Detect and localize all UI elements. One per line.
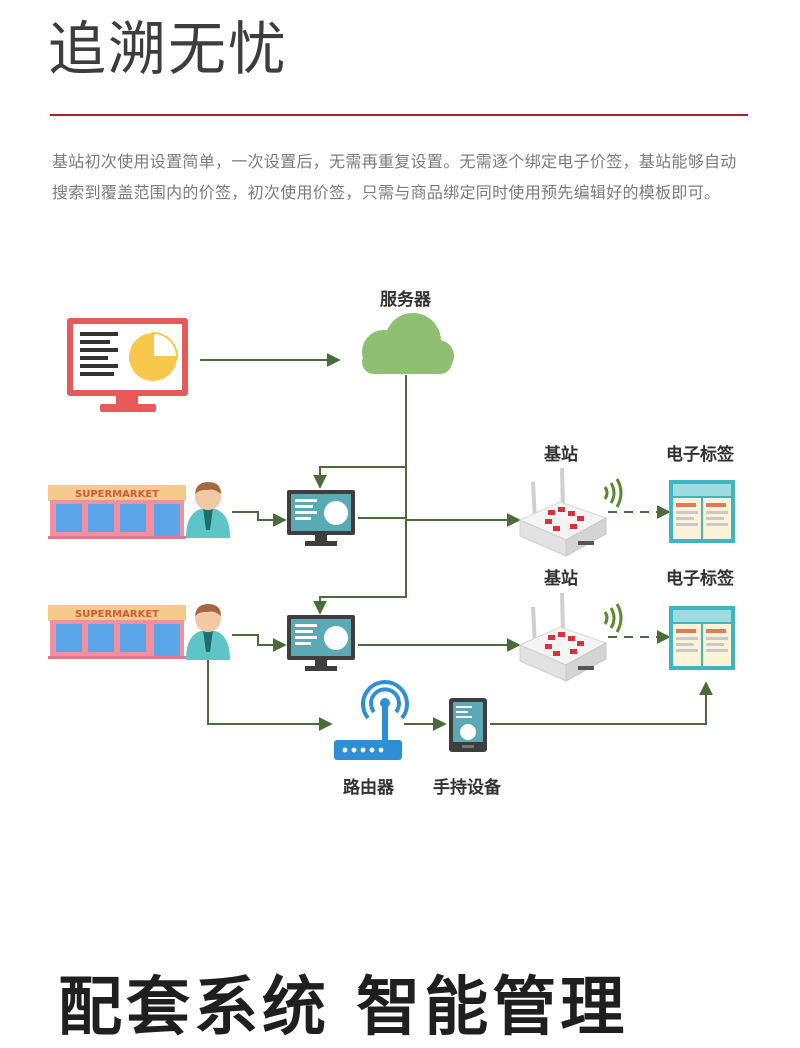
page-title: 追溯无忧 (48, 15, 289, 83)
clerk-to-router-line (207, 660, 333, 731)
base-station-1-icon (518, 467, 608, 557)
clerk-1-icon (186, 482, 230, 538)
terminal-1-monitor-icon (287, 490, 355, 546)
clerk-1-to-terminal-line (232, 511, 287, 527)
section-heading: 配套系统 智能管理 (58, 971, 629, 1045)
terminal-2-monitor-icon (287, 615, 355, 671)
wireless-signal-1-icon (603, 478, 623, 508)
admin-monitor-icon (67, 318, 188, 412)
electronic-label-1-icon (669, 480, 735, 543)
clerk-2-icon (186, 604, 230, 660)
base-station-2-icon (518, 592, 608, 682)
clerk-2-to-terminal-line (232, 634, 287, 652)
supermarket-2-icon (48, 605, 186, 659)
server-cloud-icon (362, 313, 454, 374)
supermarket-2-sign: SUPERMARKET (75, 609, 159, 620)
connection-lines (200, 353, 713, 731)
base-station-2-label: 基站 (544, 569, 578, 589)
handheld-device-icon (449, 698, 487, 752)
description-text: 基站初次使用设置简单，一次设置后，无需再重复设置。无需逐个绑定电子价签，基站能够… (52, 152, 737, 202)
base-station-1-label: 基站 (544, 445, 578, 465)
handheld-device-label: 手持设备 (433, 778, 501, 798)
server-to-terminal-1-line (313, 375, 407, 489)
wireless-signal-2-icon (603, 603, 623, 633)
terminal-1-to-base-line (358, 513, 521, 527)
server-to-terminal-2-line (313, 467, 407, 615)
electronic-label-2-label: 电子标签 (666, 569, 734, 589)
server-label: 服务器 (380, 290, 431, 310)
supermarket-1-sign: SUPERMARKET (75, 489, 159, 500)
router-icon (334, 680, 409, 760)
router-label: 路由器 (343, 778, 394, 798)
handheld-to-esl-line (490, 681, 713, 725)
title-divider (50, 114, 748, 116)
electronic-label-1-label: 电子标签 (666, 445, 734, 465)
electronic-label-2-icon (669, 606, 735, 670)
supermarket-1-icon (48, 485, 186, 539)
